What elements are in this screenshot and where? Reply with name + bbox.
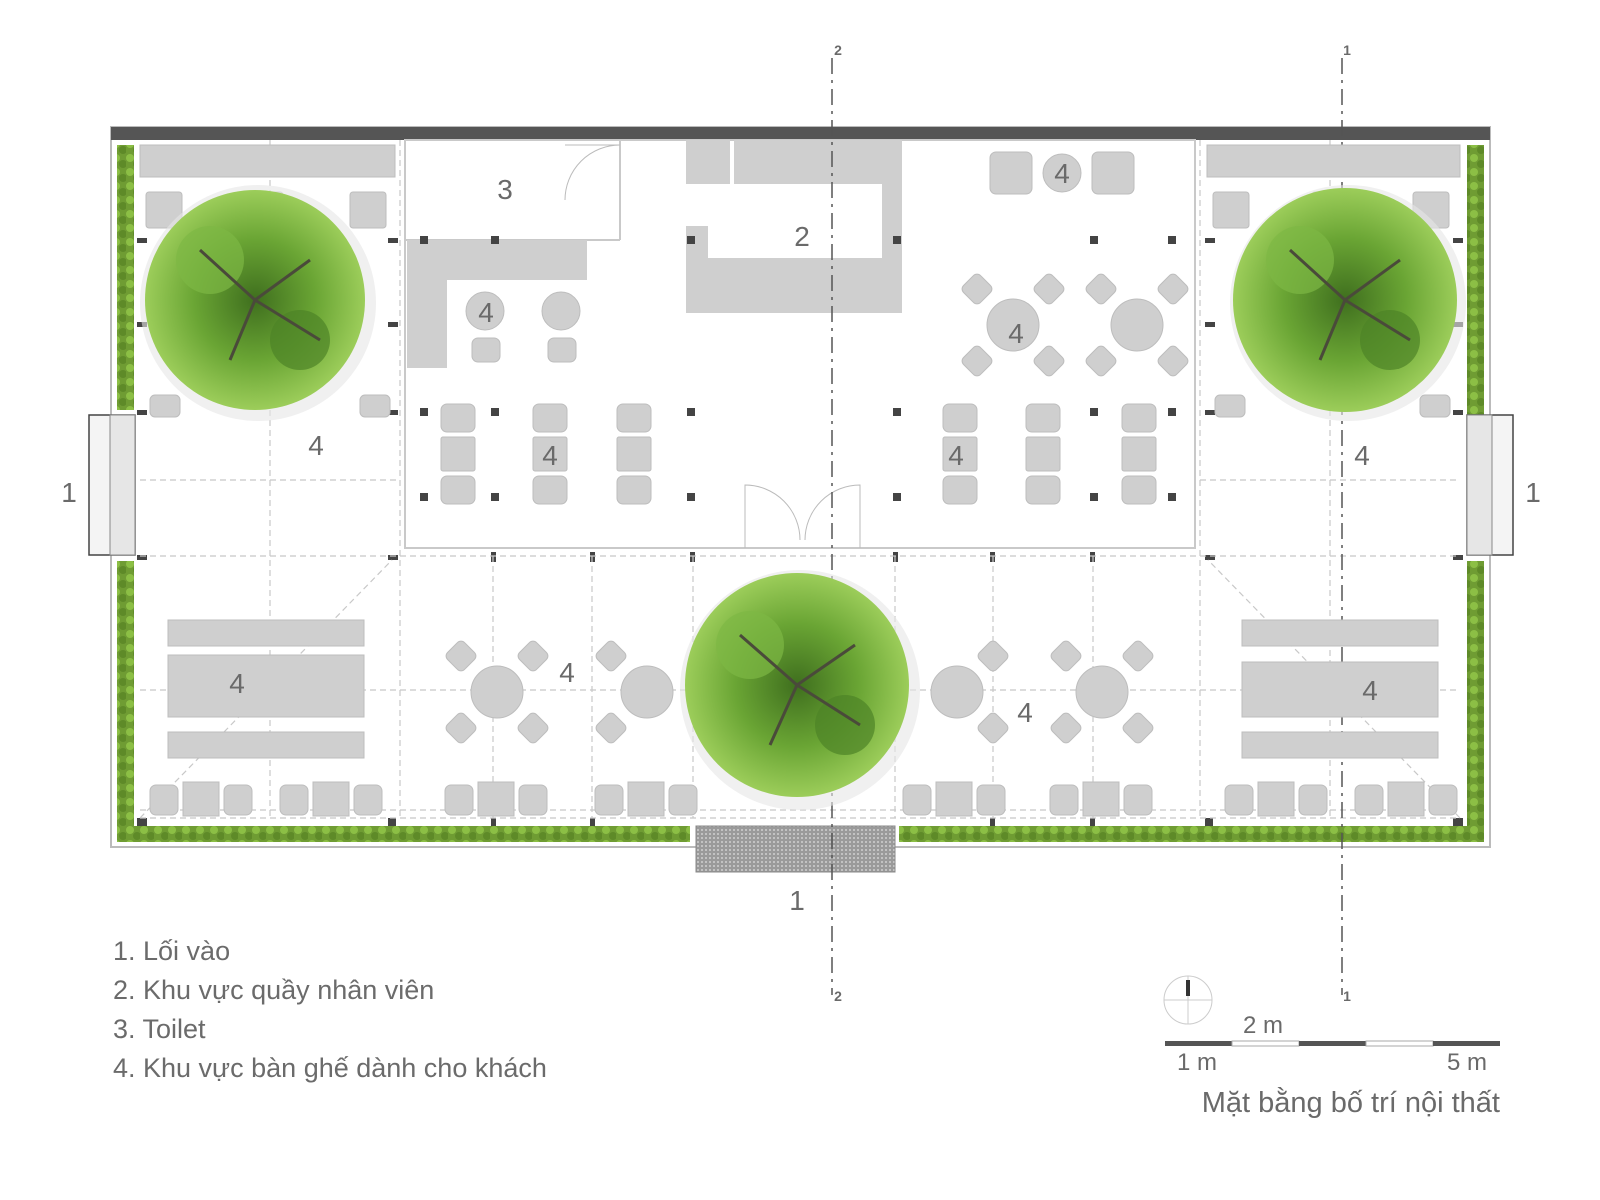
seating-label: 4 bbox=[1362, 675, 1378, 706]
area-labels: 1 1 1 2 3 4 4 4 4 4 4 4 4 4 4 4 bbox=[61, 158, 1541, 916]
north-wall bbox=[111, 127, 1490, 140]
section-lines bbox=[831, 58, 1343, 995]
tree-center bbox=[680, 570, 920, 810]
tree-top-right bbox=[1230, 185, 1466, 421]
seating-label: 4 bbox=[1008, 318, 1024, 349]
entrance-mat bbox=[695, 825, 896, 873]
seating-label: 4 bbox=[542, 440, 558, 471]
entrance-label-west: 1 bbox=[61, 477, 77, 508]
scale-label-1m: 1 m bbox=[1177, 1049, 1217, 1076]
scale-label-5m: 5 m bbox=[1447, 1049, 1487, 1076]
scale-label-2m: 2 m bbox=[1243, 1012, 1283, 1039]
seating-label: 4 bbox=[1054, 158, 1070, 189]
legend-item-entrance: 1. Lối vào bbox=[113, 936, 231, 966]
scale-bar: 1 m 2 m 5 m Mặt bằng bố trí nội thất bbox=[1165, 1012, 1500, 1119]
seating-label: 4 bbox=[1354, 440, 1370, 471]
seating-label: 4 bbox=[1017, 697, 1033, 728]
entrance-label-south: 1 bbox=[789, 885, 805, 916]
legend-item-toilet: 3. Toilet bbox=[113, 1014, 206, 1044]
toilet-label: 3 bbox=[497, 174, 513, 205]
plan-caption: Mặt bằng bố trí nội thất bbox=[1202, 1086, 1500, 1119]
staff-counter-label: 2 bbox=[794, 221, 810, 252]
guest-furniture bbox=[139, 144, 1461, 817]
seating-label: 4 bbox=[559, 657, 575, 688]
legend: 1. Lối vào 2. Khu vực quầy nhân viên 3. … bbox=[113, 932, 547, 1088]
tree-top-left bbox=[140, 185, 376, 421]
section-marker-2-top: 2 bbox=[834, 42, 842, 58]
seating-label: 4 bbox=[308, 430, 324, 461]
seating-label: 4 bbox=[478, 297, 494, 328]
legend-item-staff-counter: 2. Khu vực quầy nhân viên bbox=[113, 975, 435, 1005]
hedge-planters bbox=[117, 145, 1484, 842]
side-entrances bbox=[88, 414, 1514, 556]
seating-label: 4 bbox=[948, 440, 964, 471]
legend-item-guest-seating: 4. Khu vực bàn ghế dành cho khách bbox=[113, 1053, 547, 1083]
section-markers: 2 2 1 1 bbox=[834, 42, 1351, 1004]
entrance-label-east: 1 bbox=[1525, 477, 1541, 508]
north-arrow-icon bbox=[1163, 975, 1213, 1025]
section-marker-1-bottom: 1 bbox=[1343, 988, 1351, 1004]
section-marker-2-bottom: 2 bbox=[834, 988, 842, 1004]
toilet-counter bbox=[407, 240, 587, 368]
seating-label: 4 bbox=[229, 668, 245, 699]
section-marker-1-top: 1 bbox=[1343, 42, 1351, 58]
interior-room bbox=[404, 139, 1196, 549]
staff-counter bbox=[686, 140, 902, 313]
